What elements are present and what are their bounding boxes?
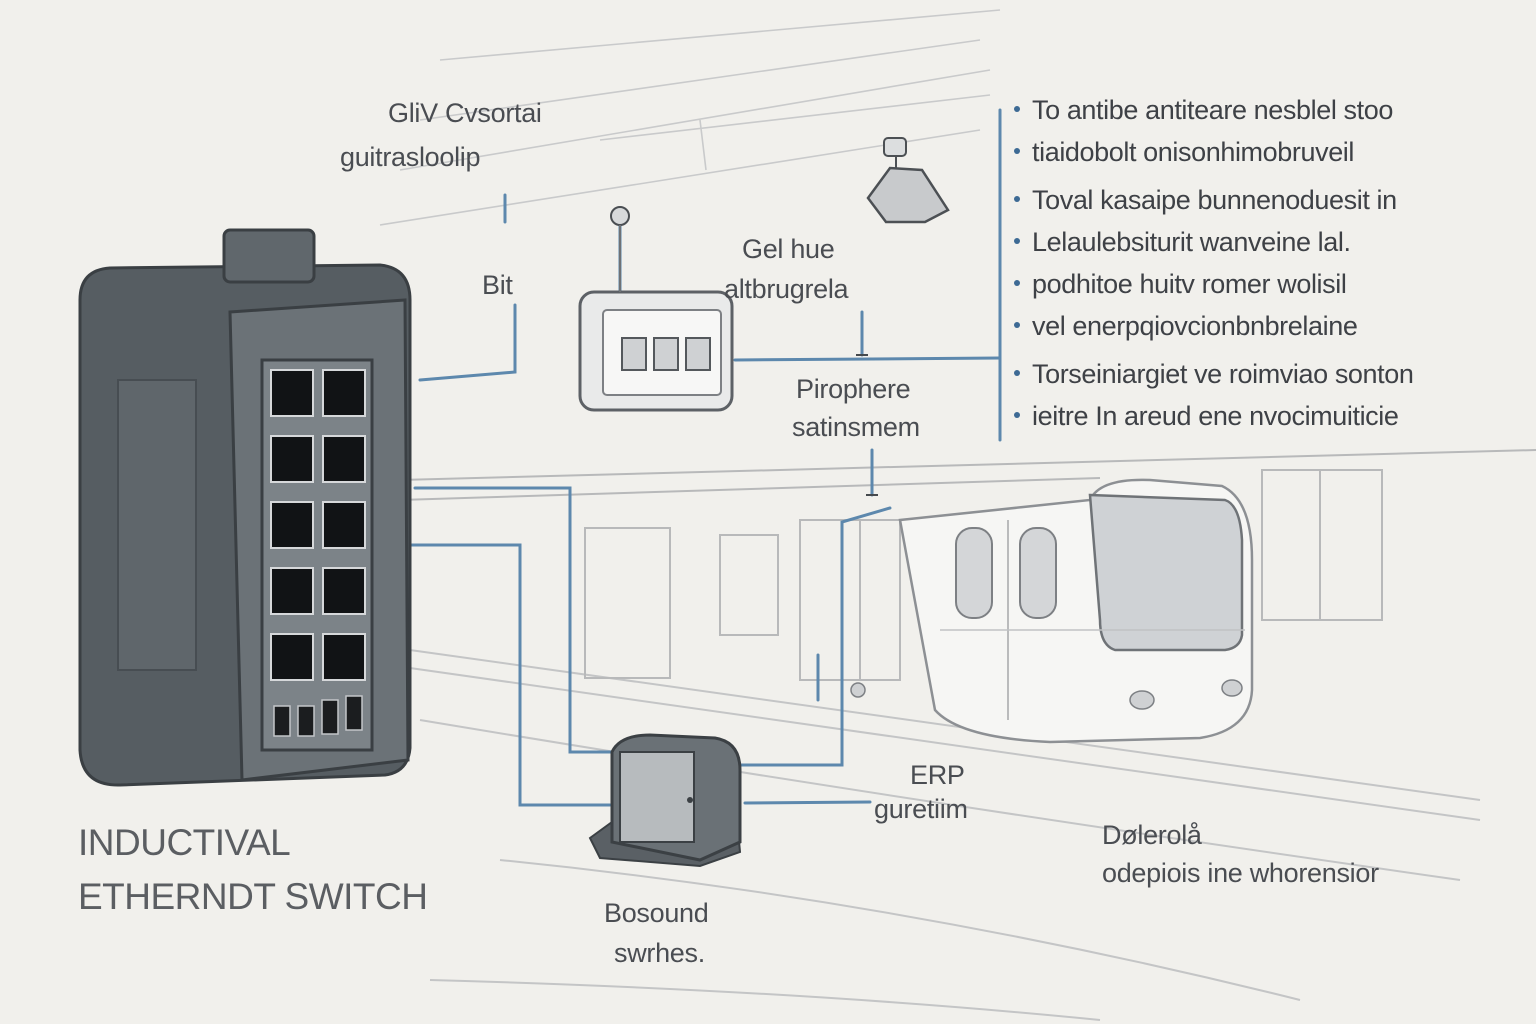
note-item: ieitre In areud ene nvocimuiticie (1012, 398, 1482, 440)
ceiling-light-icon (866, 137, 950, 224)
train-icon (850, 478, 1254, 744)
label-top-left: GliV Cvsortai guitrasloolip (340, 98, 542, 172)
connector-lines (370, 108, 1002, 807)
label-pirophere: Pirophere satinsmem (792, 374, 920, 442)
junction-box-icon (588, 733, 742, 868)
note-item: tiaidobolt onisonhimobruveil (1012, 134, 1482, 176)
control-panel-icon (578, 290, 734, 412)
tick-marks (856, 354, 878, 496)
label-gel-hue: Gel hue altbrugrela (724, 234, 849, 304)
feature-notes-list: To antibe antiteare nesblel stoo tiaidob… (1012, 92, 1482, 440)
note-item: vel enerpqiovcionbnbrelaine (1012, 308, 1482, 350)
overhead-wires (379, 9, 1001, 226)
note-item: Toval kasaipe bunnenoduesit in (1012, 182, 1482, 224)
ethernet-switch-icon (78, 228, 412, 787)
label-erp: ERP guretiim (874, 760, 968, 824)
camera-icon (610, 206, 630, 292)
label-dolerola: Dølerolå odepiois ine whorensior (1102, 820, 1379, 888)
label-bit: Bit (482, 270, 513, 300)
switch-ports (270, 369, 366, 681)
label-bosound: Bosound swrhes. (604, 898, 709, 968)
note-item: Torseiniargiet ve roimviao sonton (1012, 356, 1482, 398)
switch-small-ports (273, 695, 363, 737)
note-item: To antibe antiteare nesblel stoo (1012, 92, 1482, 134)
diagram-title: INDUCTIVAL ETHERNDT SWITCH (78, 822, 428, 917)
note-item: Lelaulebsiturit wanveine lal. (1012, 224, 1482, 266)
platform (409, 649, 1481, 1021)
note-item: podhitoe huitv romer wolisil (1012, 266, 1482, 308)
